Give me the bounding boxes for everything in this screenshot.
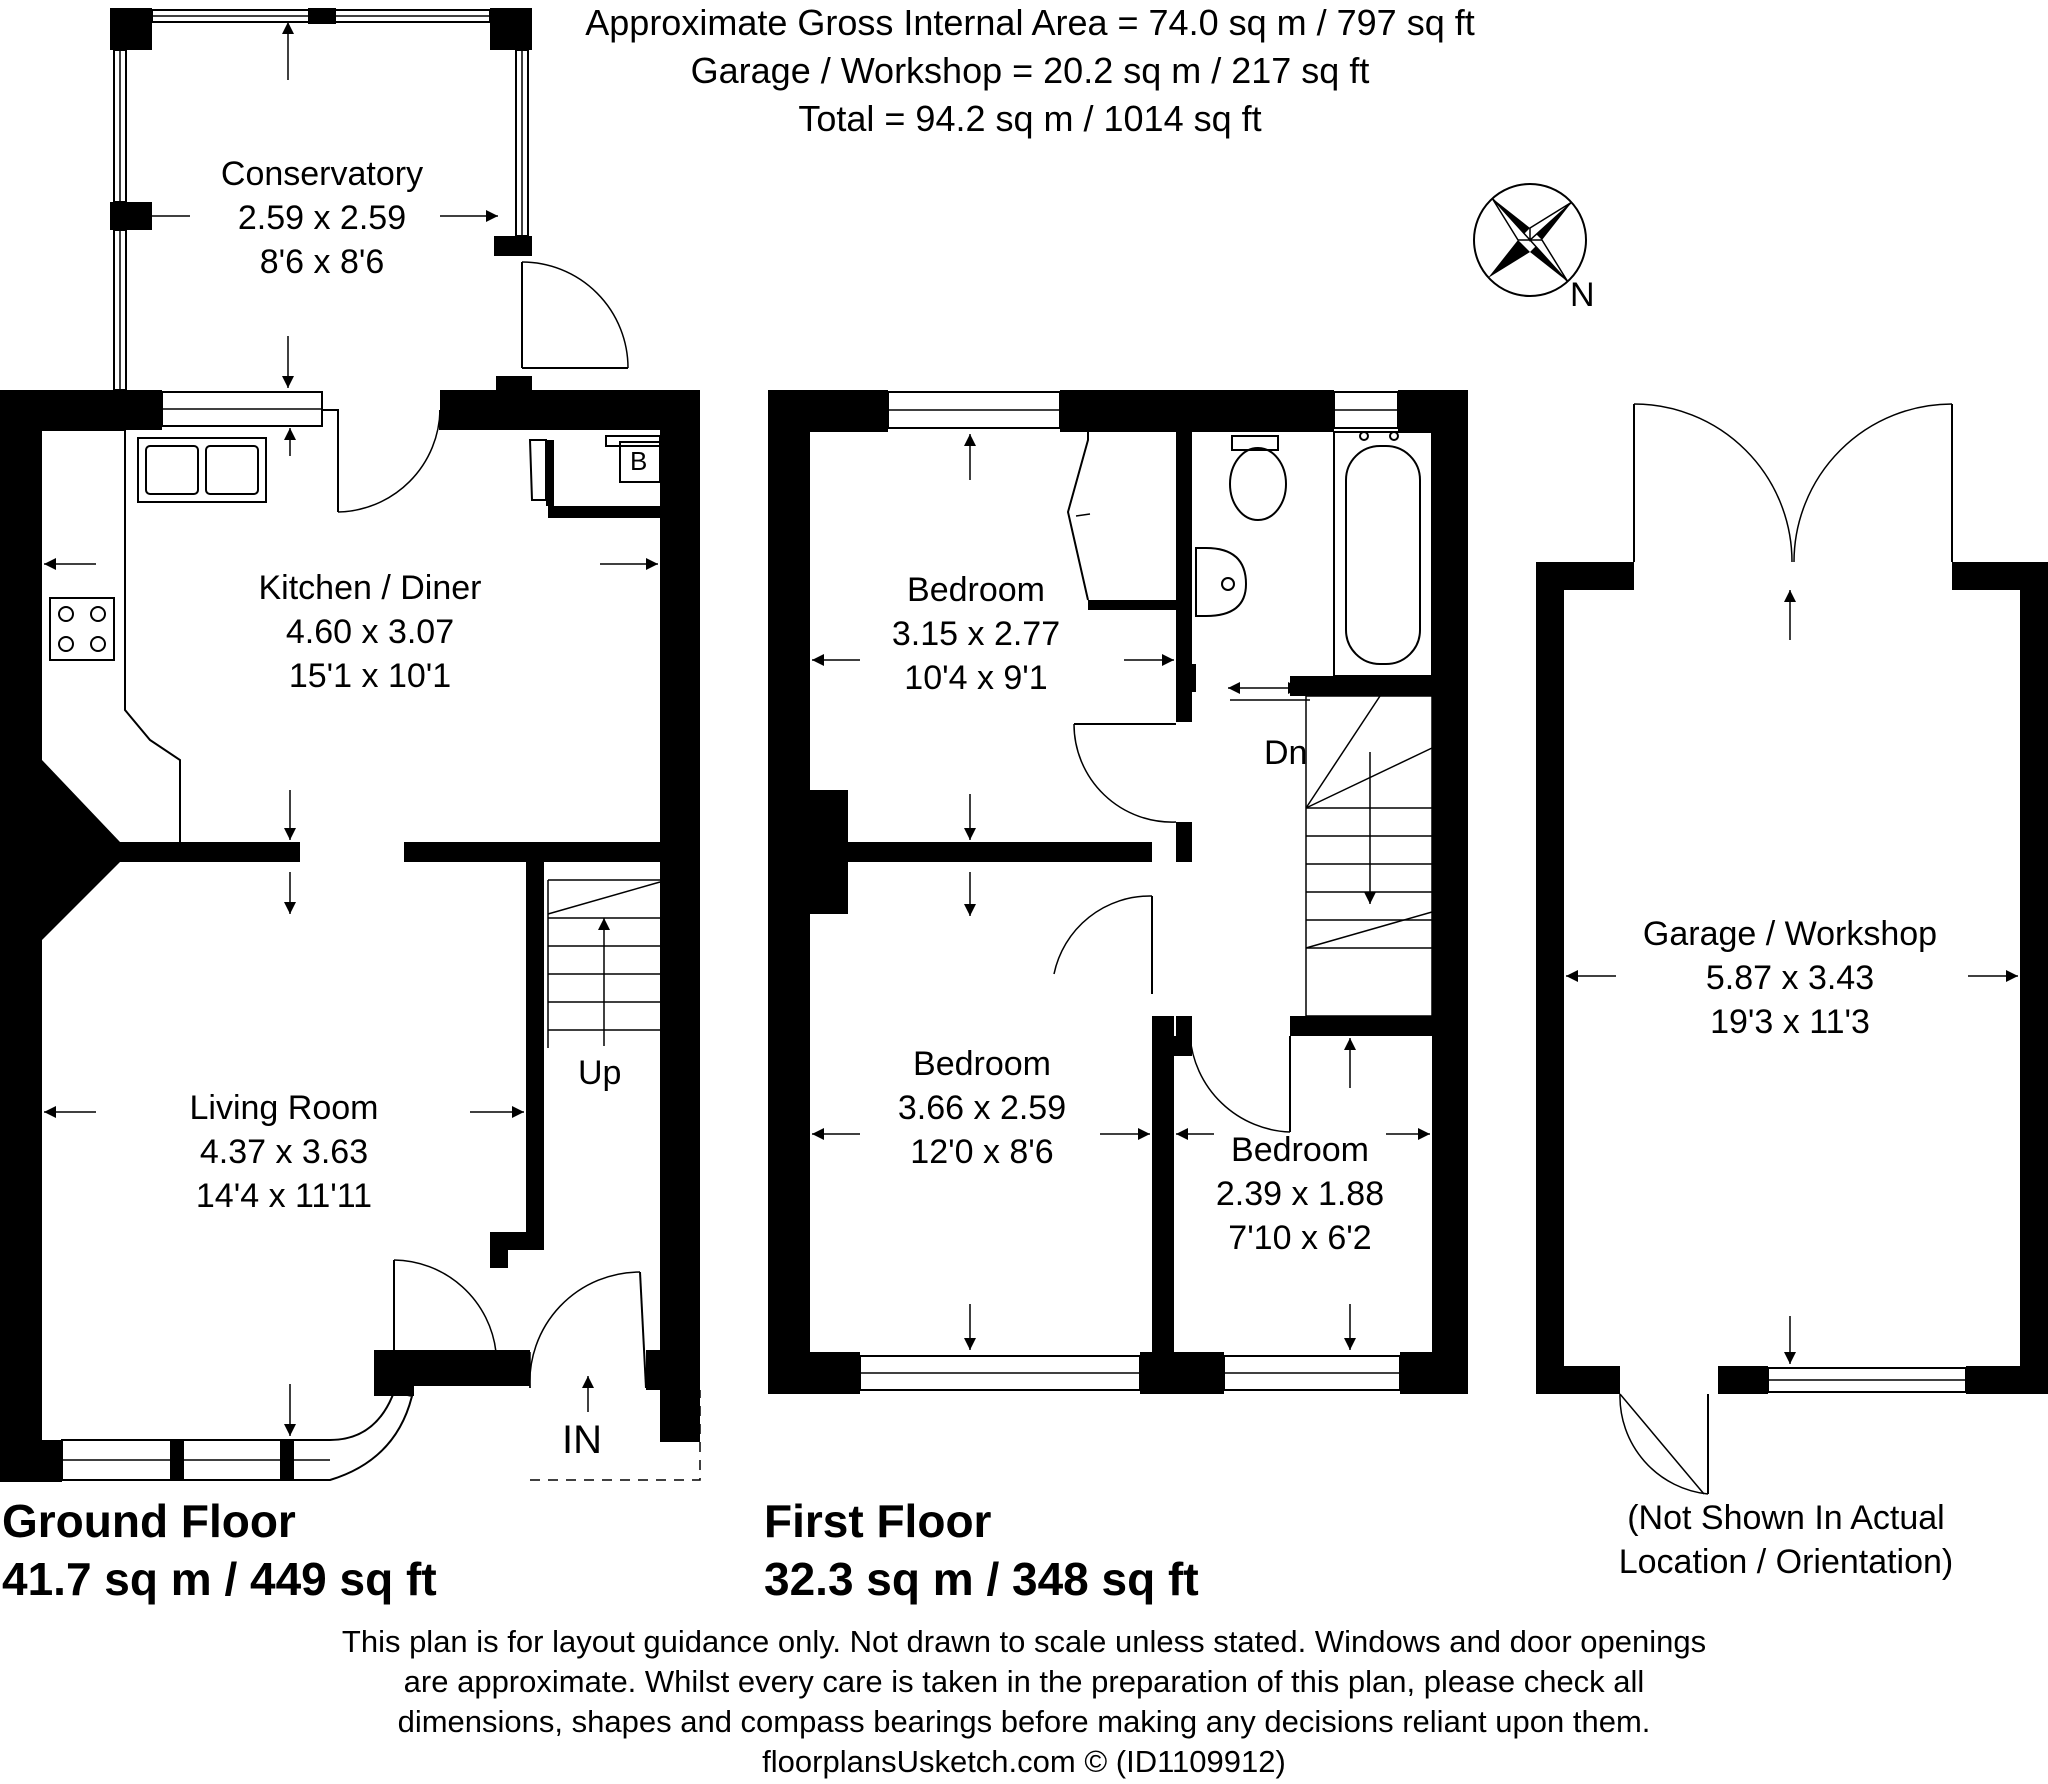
first-floor-plan [768, 390, 1468, 1394]
ground-floor-dimension-arrows [44, 22, 658, 1436]
room-garage-workshop: Garage / Workshop 5.87 x 3.43 19'3 x 11'… [1643, 912, 1937, 1044]
bathroom-fittings [1195, 431, 1433, 677]
ground-floor-area: 41.7 sq m / 449 sq ft [2, 1553, 437, 1605]
garage-location-note: (Not Shown In Actual Location / Orientat… [1619, 1496, 1954, 1584]
room-imperial: 7'10 x 6'2 [1228, 1219, 1372, 1257]
room-imperial: 10'4 x 9'1 [904, 659, 1048, 697]
bay-window [61, 1376, 414, 1481]
boiler-label: B [630, 446, 648, 476]
disclaimer-line: are approximate. Whilst every care is ta… [403, 1664, 1645, 1699]
garage-area-heading: Garage / Workshop = 20.2 sq m / 217 sq f… [690, 50, 1370, 91]
first-floor-walls [768, 390, 1468, 1394]
garage-walls [1536, 562, 2048, 1394]
compass-north-label: N [1570, 276, 1595, 314]
first-floor-area: 32.3 sq m / 348 sq ft [764, 1553, 1199, 1605]
room-imperial: 19'3 x 11'3 [1710, 1003, 1870, 1041]
first-floor-title: First Floor [764, 1495, 992, 1547]
note-line: Location / Orientation) [1618, 1543, 1954, 1581]
room-name: Conservatory [220, 155, 424, 193]
stairs-down-label: Dn [1264, 734, 1308, 772]
room-bedroom-1: Bedroom 3.15 x 2.77 10'4 x 9'1 [892, 568, 1060, 700]
kitchen-units [42, 409, 661, 842]
room-imperial: 14'4 x 11'11 [195, 1177, 373, 1215]
ground-floor-plan [0, 8, 701, 1482]
compass-icon [1473, 183, 1587, 297]
room-living-room: Living Room 4.37 x 3.63 14'4 x 11'11 [190, 1086, 379, 1218]
room-metric: 2.39 x 1.88 [1215, 1175, 1385, 1213]
stairs-up-label: Up [578, 1054, 622, 1092]
garage-dimension-arrows [1566, 590, 2018, 1364]
room-name: Bedroom [913, 1045, 1051, 1083]
room-imperial: 15'1 x 10'1 [288, 657, 452, 695]
room-metric: 2.59 x 2.59 [237, 199, 407, 237]
room-name: Bedroom [907, 571, 1045, 609]
room-name: Garage / Workshop [1642, 915, 1938, 953]
room-kitchen-diner: Kitchen / Diner 4.60 x 3.07 15'1 x 10'1 [259, 566, 482, 698]
garage-doors [1619, 403, 1953, 1495]
kitchen-doors [337, 409, 441, 513]
ground-floor-title: Ground Floor [2, 1495, 296, 1547]
room-name: Living Room [189, 1089, 379, 1127]
garage-plan [1536, 403, 2048, 1495]
first-floor-stairs [1305, 695, 1433, 1088]
room-bedroom-3: Bedroom 2.39 x 1.88 7'10 x 6'2 [1216, 1128, 1384, 1260]
disclaimer-line: dimensions, shapes and compass bearings … [397, 1704, 1651, 1739]
disclaimer-credit: floorplansUsketch.com © (ID1109912) [762, 1744, 1286, 1779]
room-conservatory: Conservatory 2.59 x 2.59 8'6 x 8'6 [221, 152, 423, 284]
disclaimer-line: This plan is for layout guidance only. N… [341, 1624, 1707, 1659]
room-metric: 4.37 x 3.63 [199, 1133, 369, 1171]
room-name: Kitchen / Diner [258, 569, 482, 607]
room-imperial: 12'0 x 8'6 [910, 1133, 1054, 1171]
room-metric: 3.66 x 2.59 [897, 1089, 1067, 1127]
entrance-label: IN [562, 1418, 602, 1462]
total-area-heading: Total = 94.2 sq m / 1014 sq ft [798, 98, 1262, 139]
room-metric: 3.15 x 2.77 [891, 615, 1061, 653]
gross-area-heading: Approximate Gross Internal Area = 74.0 s… [585, 2, 1475, 43]
room-metric: 4.60 x 3.07 [285, 613, 455, 651]
first-floor-doors [1053, 432, 1310, 1133]
ground-floor-stairs [547, 879, 661, 1048]
room-name: Bedroom [1231, 1131, 1369, 1169]
room-imperial: 8'6 x 8'6 [259, 243, 385, 281]
room-bedroom-2: Bedroom 3.66 x 2.59 12'0 x 8'6 [898, 1042, 1066, 1174]
front-doors [393, 1259, 701, 1481]
room-metric: 5.87 x 3.43 [1705, 959, 1875, 997]
note-line: (Not Shown In Actual [1627, 1499, 1945, 1537]
first-floor-dimension-arrows [812, 434, 1430, 1350]
ground-floor-walls [0, 390, 700, 1482]
conservatory-walls [110, 8, 629, 391]
